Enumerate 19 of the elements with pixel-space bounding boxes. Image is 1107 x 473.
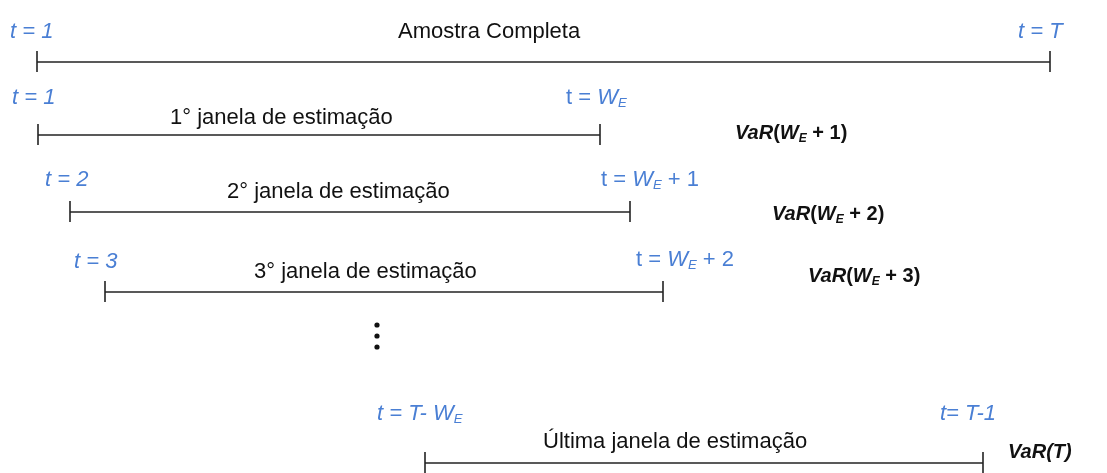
time-label: t = T- W$_{E}$ [377,400,463,429]
var-label: VaR(W$_{E}$ + 1) [735,120,848,147]
time-label: t = W$_{E}$ + 2 [636,246,735,275]
window-label: 3° janela de estimação [254,258,477,284]
time-label: t = W$_{E}$ [566,84,627,113]
window-label: 1° janela de estimação [170,104,393,130]
time-label: t = T [1018,18,1063,44]
time-label: t = 1 [10,18,54,44]
window-label: 2° janela de estimação [227,178,450,204]
window-label: Última janela de estimação [543,428,808,454]
var-label: VaR(T) [1008,439,1072,464]
var-label: VaR(W$_{E}$ + 2) [772,201,885,228]
time-label: t = 2 [45,166,89,192]
time-label: t = 1 [12,84,56,110]
var-label: VaR(W$_{E}$ + 3) [808,263,921,290]
time-label: t = W$_{E}$ + 1 [601,166,700,195]
time-label: t = 3 [74,248,118,274]
window-label: Amostra Completa [398,18,581,44]
time-label: t= T-1 [940,400,997,426]
